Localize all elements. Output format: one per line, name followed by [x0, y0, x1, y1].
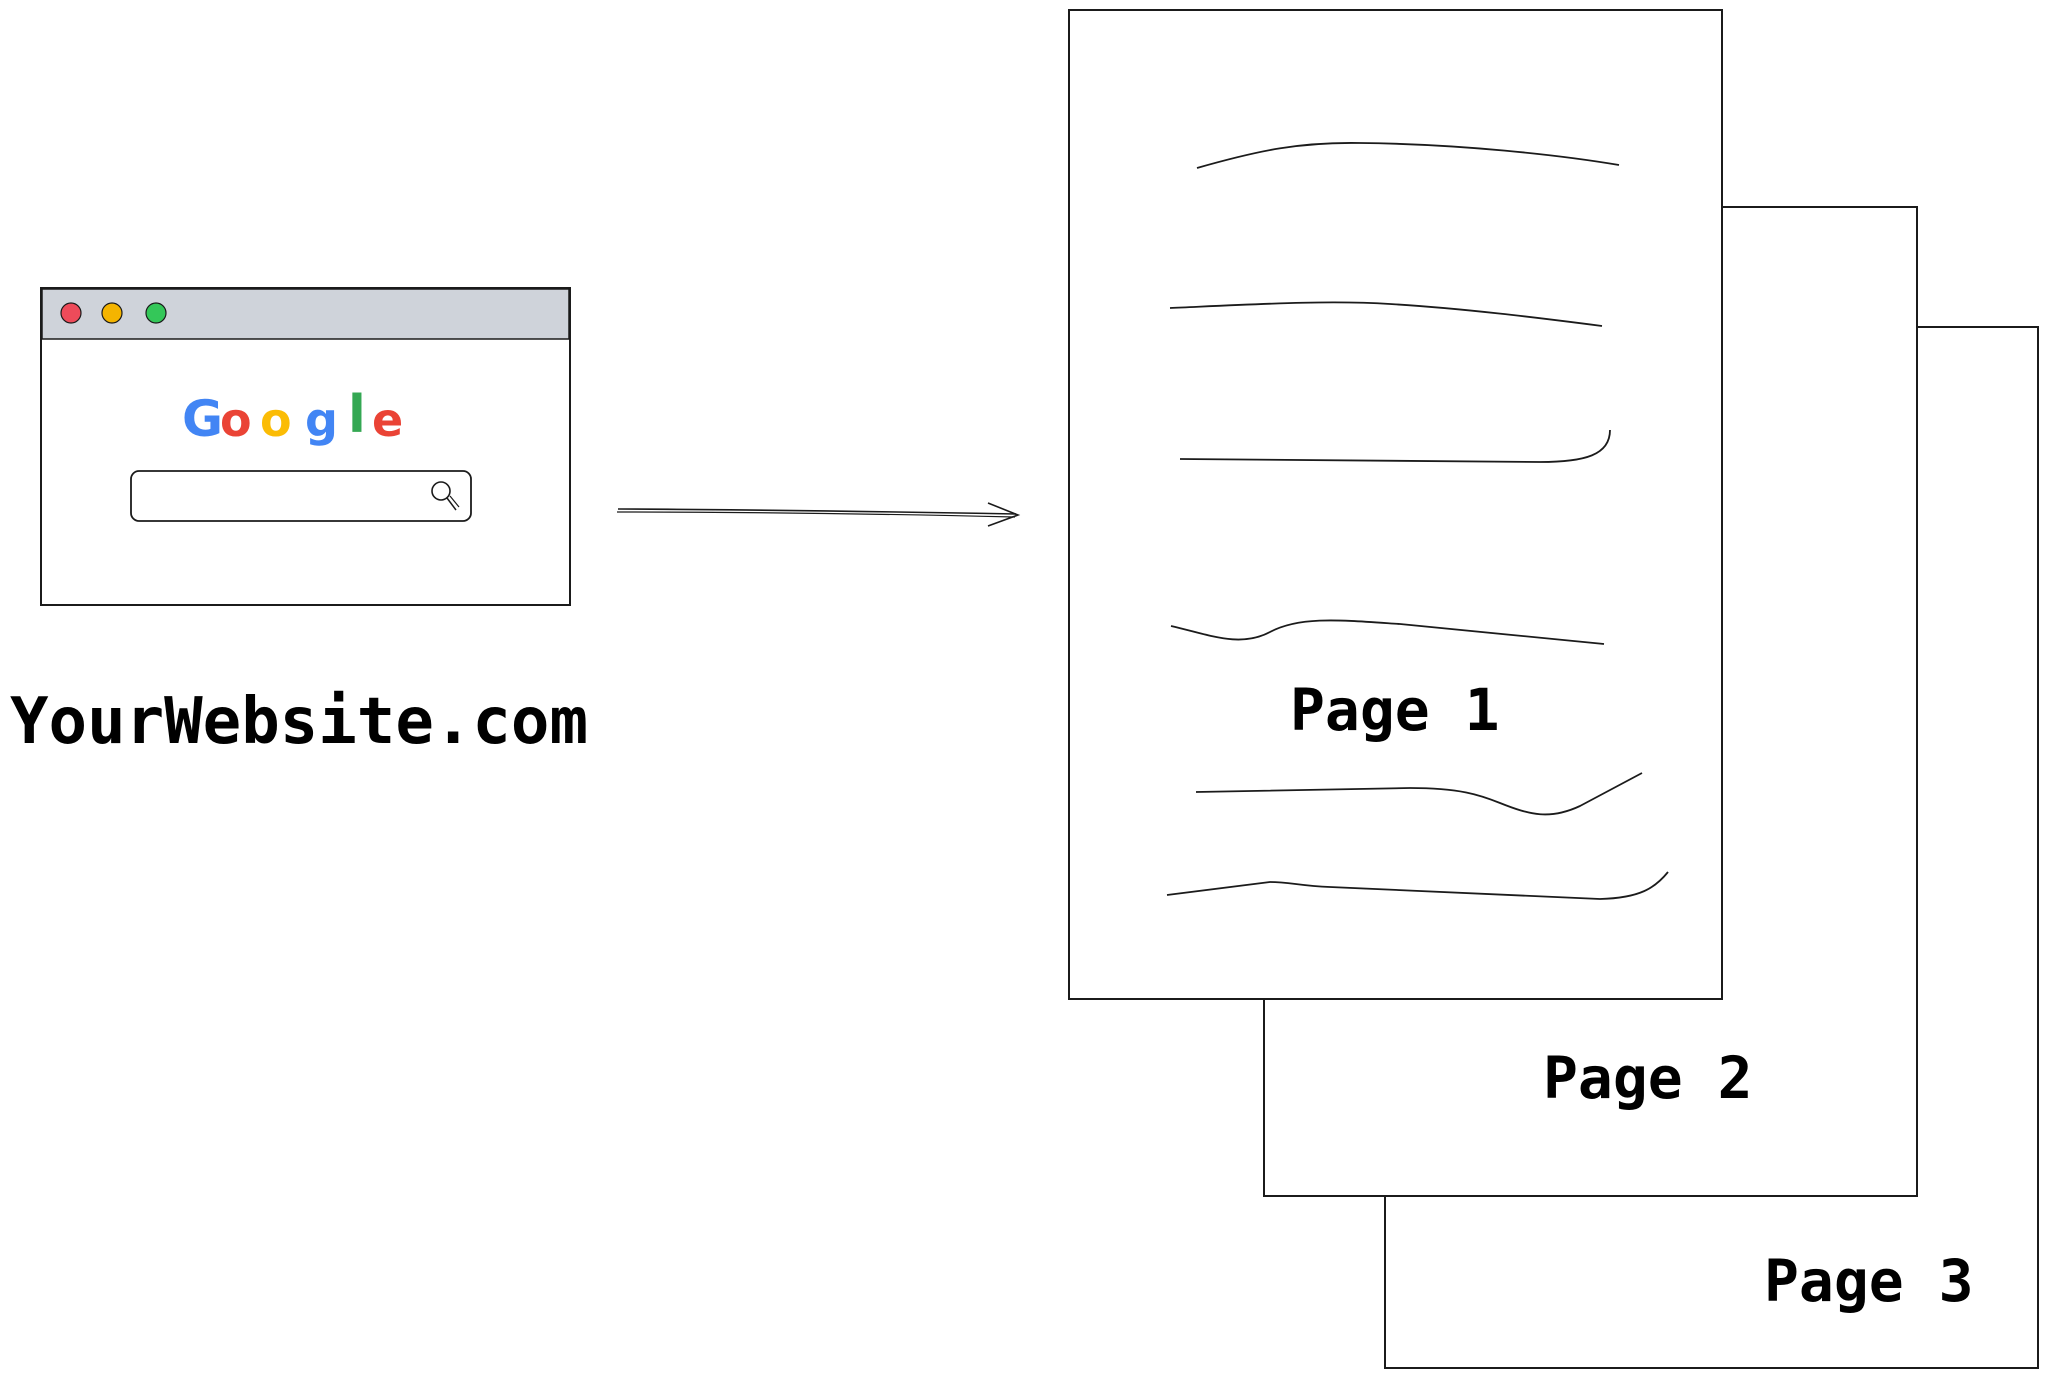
page-3-label: Page 3 — [1764, 1247, 1974, 1315]
logo-letter: e — [372, 393, 403, 447]
logo-letter: o — [260, 393, 292, 447]
crawl-arrow — [616, 502, 1021, 527]
content-line — [1196, 142, 1620, 169]
page-2-label: Page 2 — [1543, 1044, 1753, 1112]
logo-letter: G — [182, 390, 223, 448]
browser-window: G o o g l e — [40, 287, 571, 606]
page-2-sheet: Page 2 — [1263, 206, 1918, 1197]
content-line — [1169, 301, 1603, 327]
search-icon[interactable] — [431, 481, 460, 511]
search-input[interactable] — [130, 470, 472, 522]
logo-letter: l — [348, 385, 366, 445]
google-logo: G o o g l e — [182, 385, 403, 448]
content-line — [1179, 429, 1611, 463]
minimize-dot-icon — [101, 302, 123, 324]
logo-letter: g — [305, 393, 338, 447]
page-3-sheet: Page 3 — [1384, 326, 2039, 1369]
page-1-label: Page 1 — [1290, 676, 1500, 744]
content-line — [1195, 772, 1643, 816]
logo-letter: o — [220, 393, 252, 447]
content-line — [1166, 871, 1669, 900]
maximize-dot-icon — [145, 302, 167, 324]
page-1-sheet: Page 1 — [1068, 9, 1723, 1000]
site-label: YourWebsite.com — [10, 685, 588, 759]
browser-frame — [40, 287, 571, 606]
content-line — [1170, 619, 1605, 645]
close-dot-icon — [60, 302, 82, 324]
browser-titlebar — [41, 288, 570, 340]
